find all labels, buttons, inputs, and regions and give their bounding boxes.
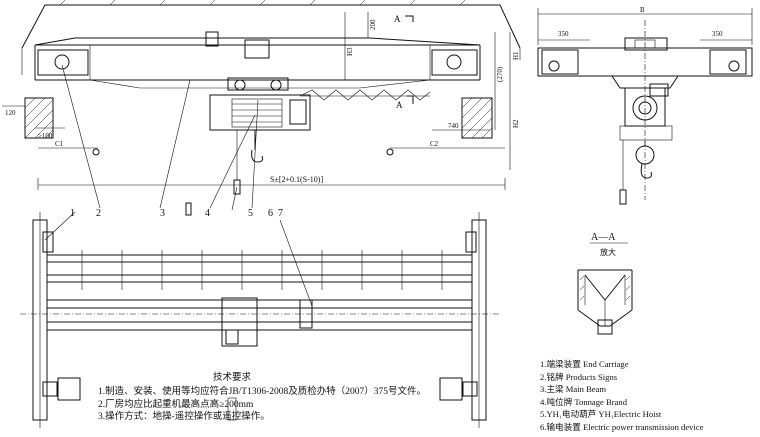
legend-item-6: 6.输电装置 Electric power transmission devic…: [540, 421, 704, 432]
dim-270: (270): [496, 66, 504, 82]
parts-legend: 1.端梁装置 End Carriage 2.铭牌 Products Signs …: [540, 358, 703, 434]
dim-200: 200: [369, 19, 377, 30]
dim-c1: C1: [55, 140, 64, 148]
callout-7: 7: [278, 208, 283, 219]
dim-350-left: 350: [558, 30, 569, 38]
callout-4: 4: [205, 208, 210, 219]
dim-h1: H1: [512, 51, 520, 60]
callouts: 1 2 3 4 5 6 7: [70, 208, 283, 219]
section-mark-top: A: [394, 14, 401, 24]
side-view: B 350 350: [537, 6, 753, 205]
tech-requirement-2: 2.厂房均应比起重机最高点高≥200mm: [98, 399, 254, 410]
tech-requirements-title: 技术要求: [213, 373, 252, 383]
dim-h3: H3: [346, 47, 354, 56]
dim-h2: H2: [512, 119, 520, 128]
callout-2: 2: [96, 208, 101, 219]
section-subtitle: 放大: [600, 247, 616, 257]
dim-b: B: [640, 6, 645, 14]
dim-740: 740: [448, 122, 459, 130]
dim-span: S±[2+0.1(S-10)]: [270, 175, 323, 184]
dim-100: ≥100: [38, 132, 53, 140]
tech-requirements: 技术要求 1.制造、安装、使用等均应符合JB/T1306-2008及质检办特（2…: [98, 373, 427, 424]
callout-1: 1: [70, 208, 75, 219]
tech-requirement-3: 3.操作方式：地操-遥控操作或遥控操作。: [98, 412, 270, 422]
front-elevation: H3 200 (270) H1 H2 A A 740 120 ≥100 C1 C…: [2, 0, 521, 216]
legend-item-5: 5.YH₁电动葫芦 YH₁Electric Hoist: [540, 409, 662, 420]
callout-6: 6: [268, 208, 273, 219]
section-mark-mid: A: [396, 100, 403, 110]
callout-5: 5: [248, 208, 253, 219]
legend-item-3: 3.主梁 Main Beam: [540, 384, 607, 395]
legend-item-2: 2.铭牌 Products Signs: [540, 371, 618, 382]
dim-120: 120: [5, 109, 16, 117]
dim-350-right: 350: [712, 30, 723, 38]
section-aa: A—A 放大: [577, 232, 633, 335]
tech-requirement-1: 1.制造、安装、使用等均应符合JB/T1306-2008及质检办特（2007）3…: [98, 387, 427, 397]
legend-item-4: 4.吨位牌 Tonnage Brand: [540, 396, 627, 407]
plan-view: [20, 211, 500, 428]
legend-item-1: 1.端梁装置 End Carriage: [540, 359, 629, 369]
callout-3: 3: [160, 208, 165, 219]
section-title: A—A: [591, 232, 616, 243]
dim-c2: C2: [430, 140, 439, 148]
